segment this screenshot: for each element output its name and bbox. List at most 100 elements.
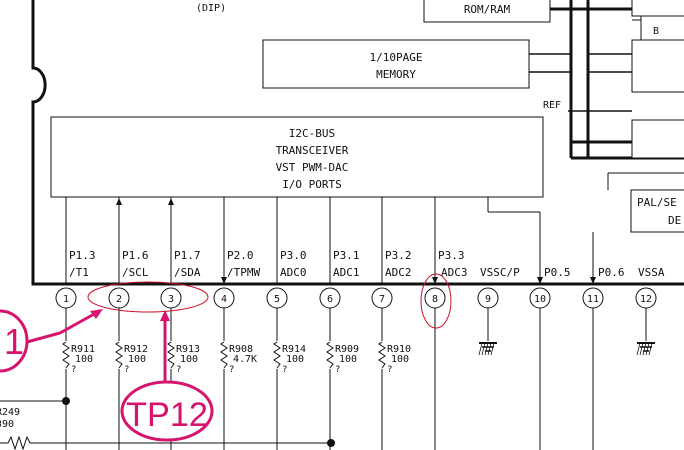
r249-ref: R249 xyxy=(0,407,20,418)
signal-arrowhead xyxy=(116,198,122,205)
pin-function-label: P3.1 xyxy=(333,249,360,262)
i2c-block-line: I/O PORTS xyxy=(282,178,342,191)
pin-leads xyxy=(65,197,647,450)
pin-function-label: P3.2 xyxy=(385,249,412,262)
right-block-top xyxy=(631,0,684,17)
pin-function-label: VSSA xyxy=(638,266,665,279)
pin-function-label: VSSC/P xyxy=(480,266,520,279)
ground-symbols xyxy=(478,342,655,356)
pin-function-label: ADC0 xyxy=(280,266,307,279)
resistor-ref: R914 xyxy=(282,344,306,355)
pin-function-label: /SCL xyxy=(122,266,149,279)
callout-tp12-arrowhead xyxy=(160,310,170,321)
pin-function-label: P0.5 xyxy=(544,266,571,279)
pin-function-label: P1.7 xyxy=(174,249,201,262)
callout-tp12-bubble xyxy=(120,380,214,442)
pin-number: 11 xyxy=(587,294,599,305)
pin-function-label: /TPMW xyxy=(227,266,260,279)
pin-number: 8 xyxy=(432,294,438,305)
r249-value: 390 xyxy=(0,419,14,430)
i2c-transceiver-block xyxy=(50,116,544,198)
ic-outline xyxy=(31,0,684,286)
signal-arrowhead xyxy=(221,277,227,284)
resistor-gap xyxy=(220,341,228,369)
pin-bubble xyxy=(213,287,235,309)
resistor-ref: R908 xyxy=(229,344,253,355)
i2c-block-line: TRANSCEIVER xyxy=(276,144,349,157)
right-block-ref xyxy=(631,119,684,159)
resistor-mark: ? xyxy=(124,365,129,375)
internal-bus xyxy=(529,0,684,190)
ground-icon xyxy=(478,342,497,356)
pin-number: 12 xyxy=(640,294,652,305)
resistor-gap xyxy=(326,341,334,369)
pin-bubble xyxy=(108,287,130,309)
junction-dot-2 xyxy=(327,439,335,447)
resistor-mark: ? xyxy=(387,365,392,375)
pin-number: 5 xyxy=(274,294,280,305)
memory-block xyxy=(262,39,530,89)
callout-1-arrowhead xyxy=(90,309,103,319)
callout-1: 1 xyxy=(0,309,103,373)
pin-bubble xyxy=(582,287,604,309)
highlight-ellipse-scl-sda xyxy=(87,281,209,313)
i2c-block-line: I2C-BUS xyxy=(289,127,335,140)
pin-function-label: ADC2 xyxy=(385,266,412,279)
resistor-mark: ? xyxy=(71,365,76,375)
pin-bubble xyxy=(266,287,288,309)
resistor-ref: R913 xyxy=(176,344,200,355)
pin-function-label: ADC3 xyxy=(441,266,468,279)
pin-number: 6 xyxy=(327,294,333,305)
resistor-value: 100 xyxy=(180,354,198,365)
resistor-value: 100 xyxy=(391,354,409,365)
resistor-gap xyxy=(167,341,175,369)
pin-function-label: /SDA xyxy=(174,266,201,279)
resistor-value: 100 xyxy=(75,354,93,365)
resistor-symbol xyxy=(378,341,386,369)
memory-label-line1: 1/10PAGE xyxy=(370,51,423,64)
right-block-b xyxy=(631,39,684,93)
pal-block xyxy=(630,189,684,233)
resistor-value: 4.7K xyxy=(233,354,257,365)
pin-bubble xyxy=(477,287,499,309)
pal-label-line2: DE xyxy=(668,214,681,227)
pin-function-label: P3.0 xyxy=(280,249,307,262)
ground-icon xyxy=(636,342,655,356)
resistor-ref: R910 xyxy=(387,344,411,355)
pin-function-label: P0.6 xyxy=(598,266,625,279)
junction-dot-1 xyxy=(62,397,70,405)
resistor-mark: ? xyxy=(282,365,287,375)
rom-ram-label: ROM/RAM xyxy=(464,3,511,16)
pin-number: 2 xyxy=(116,294,122,305)
resistor-value: 100 xyxy=(128,354,146,365)
signal-arrowhead xyxy=(432,277,438,284)
series-resistors: R911100?R912100?R913100?R9084.7K?R914100… xyxy=(62,341,411,375)
resistor-ref: R909 xyxy=(335,344,359,355)
callout-1-arrow xyxy=(26,311,97,344)
pin-bubble xyxy=(371,287,393,309)
pin-number: 7 xyxy=(379,294,385,305)
pin-function-label: P2.0 xyxy=(227,249,254,262)
callout-tp12: TP12 xyxy=(120,310,214,442)
resistor-symbol xyxy=(326,341,334,369)
pal-label-line1: PAL/SE xyxy=(637,196,677,209)
package-label: (DIP) xyxy=(196,3,226,14)
pin-number: 1 xyxy=(63,294,69,305)
pin-function-label: /T1 xyxy=(69,266,89,279)
pin-bubble xyxy=(160,287,182,309)
pin-bubble xyxy=(635,287,657,309)
resistor-symbol xyxy=(273,341,281,369)
pin-function-label: ADC1 xyxy=(333,266,360,279)
highlight-ellipse-pin8 xyxy=(420,273,452,329)
pin-labels: P1.3/T1P1.6/SCLP1.7/SDAP2.0/TPMWP3.0ADC0… xyxy=(69,249,665,279)
signal-arrowhead xyxy=(168,198,174,205)
pin-bubble xyxy=(55,287,77,309)
resistor-gap xyxy=(115,341,123,369)
callout-tp12-label: TP12 xyxy=(126,396,208,434)
pin-bubble xyxy=(424,287,446,309)
resistor-symbol xyxy=(115,341,123,369)
